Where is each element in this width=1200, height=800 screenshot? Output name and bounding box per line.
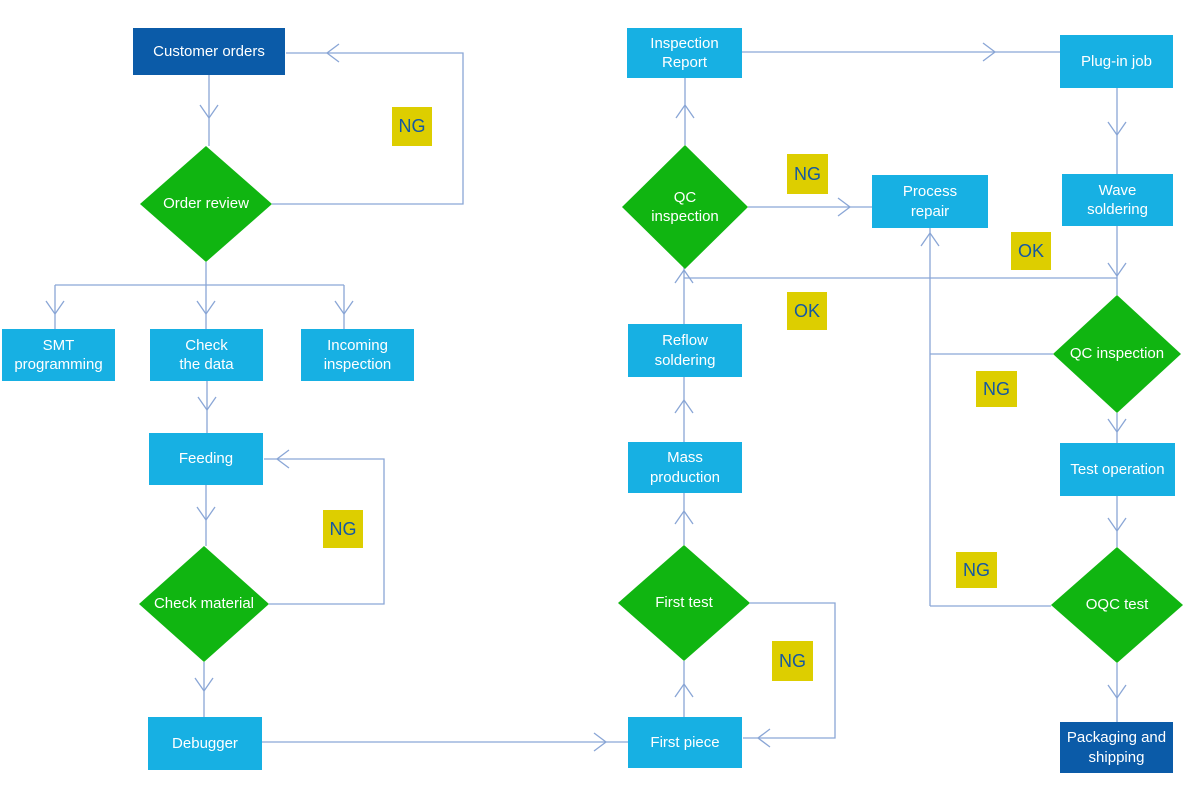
diamond-shape — [1053, 295, 1181, 413]
node-plug-in-job[interactable]: Plug-in job — [1060, 35, 1173, 88]
badge-label: NG — [794, 163, 821, 184]
node-label: Check the data — [179, 336, 234, 374]
node-label: Test operation — [1070, 460, 1165, 478]
arrowhead-down — [1107, 262, 1127, 278]
node-label: QC inspection — [651, 188, 719, 226]
node-label: Packaging and shipping — [1066, 729, 1167, 766]
diamond-shape — [1051, 547, 1183, 663]
badge-label: NG — [963, 559, 990, 580]
arrowhead-down — [334, 300, 354, 316]
node-packaging-shipping[interactable]: Packaging and shipping — [1060, 722, 1173, 773]
ng-badge-oqc[interactable]: NG — [956, 552, 997, 588]
arrowhead-down — [196, 506, 216, 522]
node-label: QC inspection — [1069, 345, 1165, 363]
arrowhead-up — [674, 268, 694, 284]
arrowhead-down — [197, 396, 217, 412]
arrowhead-left — [325, 43, 340, 63]
ok-badge-wave[interactable]: OK — [1011, 232, 1051, 270]
node-process-repair[interactable]: Process repair — [872, 175, 988, 228]
node-first-test[interactable]: First test — [618, 545, 750, 661]
arrowhead-left — [756, 728, 771, 748]
node-wave-soldering[interactable]: Wave soldering — [1062, 174, 1173, 226]
node-label: First piece — [650, 733, 720, 751]
node-label: SMT programming — [14, 336, 103, 374]
ng-badge-qc-dip[interactable]: NG — [976, 371, 1017, 407]
arrowhead-right — [837, 197, 852, 217]
arrowhead-up — [920, 231, 940, 247]
node-check-the-data[interactable]: Check the data — [150, 329, 263, 381]
node-feeding[interactable]: Feeding — [149, 433, 263, 485]
badge-label: NG — [779, 650, 806, 671]
node-label: Wave soldering — [1087, 181, 1148, 219]
diamond-shape — [139, 546, 269, 662]
node-incoming-inspection[interactable]: Incoming inspection — [301, 329, 414, 381]
arrowhead-right — [593, 732, 608, 752]
node-debugger[interactable]: Debugger — [148, 717, 262, 770]
arrowhead-up — [675, 103, 695, 119]
badge-label: OK — [793, 300, 820, 321]
edge-review-ng-loop — [272, 52, 464, 205]
node-qc-inspection-dip[interactable]: QC inspection — [1053, 295, 1181, 413]
diamond-shape — [622, 145, 748, 269]
diamond-shape — [140, 146, 272, 262]
node-label: Check material — [153, 595, 255, 613]
arrowhead-up — [674, 398, 694, 414]
badge-label: NG — [329, 518, 357, 539]
node-smt-programming[interactable]: SMT programming — [2, 329, 115, 381]
node-qc-inspection-smt[interactable]: QC inspection — [622, 145, 748, 269]
node-first-piece[interactable]: First piece — [628, 717, 742, 768]
node-label: Process repair — [902, 183, 958, 220]
badge-label: NG — [983, 378, 1010, 399]
node-label: First test — [655, 594, 713, 612]
arrowhead-down — [199, 104, 219, 120]
node-check-material[interactable]: Check material — [139, 546, 269, 662]
arrowhead-up — [674, 509, 694, 525]
badge-label: OK — [1017, 240, 1044, 261]
arrowhead-up — [674, 682, 694, 698]
arrowhead-right — [982, 42, 997, 62]
ng-badge-check-material[interactable]: NG — [323, 510, 363, 548]
edge-review-split — [54, 262, 345, 329]
node-customer-orders[interactable]: Customer orders — [133, 28, 285, 75]
node-label: Inspection Report — [650, 34, 719, 72]
diamond-shape — [618, 545, 750, 661]
arrowhead-down — [196, 300, 216, 316]
arrowhead-down — [1107, 121, 1127, 137]
arrowhead-down — [45, 300, 65, 316]
ng-badge-first-test[interactable]: NG — [772, 641, 813, 681]
node-label: Feeding — [178, 450, 234, 468]
node-oqc-test[interactable]: OQC test — [1051, 547, 1183, 663]
ng-badge-order-review[interactable]: NG — [392, 107, 432, 146]
node-label: Reflow soldering — [654, 332, 716, 369]
node-mass-production[interactable]: Mass production — [628, 442, 742, 493]
node-reflow-soldering[interactable]: Reflow soldering — [628, 324, 742, 377]
node-label: Plug-in job — [1081, 52, 1152, 70]
node-label: Customer orders — [153, 42, 265, 60]
node-label: Order review — [163, 195, 249, 213]
ng-badge-qc-smt[interactable]: NG — [787, 154, 828, 194]
edge-material-ng-loop — [264, 458, 385, 605]
node-label: Incoming inspection — [323, 336, 392, 374]
badge-label: NG — [398, 116, 426, 136]
arrowhead-down — [1107, 684, 1127, 700]
node-label: Mass production — [649, 449, 721, 486]
node-test-operation[interactable]: Test operation — [1060, 443, 1175, 496]
node-label: Debugger — [172, 734, 238, 752]
ok-badge-qc-smt[interactable]: OK — [787, 292, 827, 330]
node-order-review[interactable]: Order review — [140, 146, 272, 262]
arrowhead-down — [194, 677, 214, 693]
edge-firsttest-ng-loop — [743, 602, 836, 739]
arrowhead-left — [275, 449, 290, 469]
arrowhead-down — [1107, 418, 1127, 434]
arrowhead-down — [1107, 517, 1127, 533]
node-label: OQC test — [1085, 596, 1149, 614]
node-inspection-report[interactable]: Inspection Report — [627, 28, 742, 78]
